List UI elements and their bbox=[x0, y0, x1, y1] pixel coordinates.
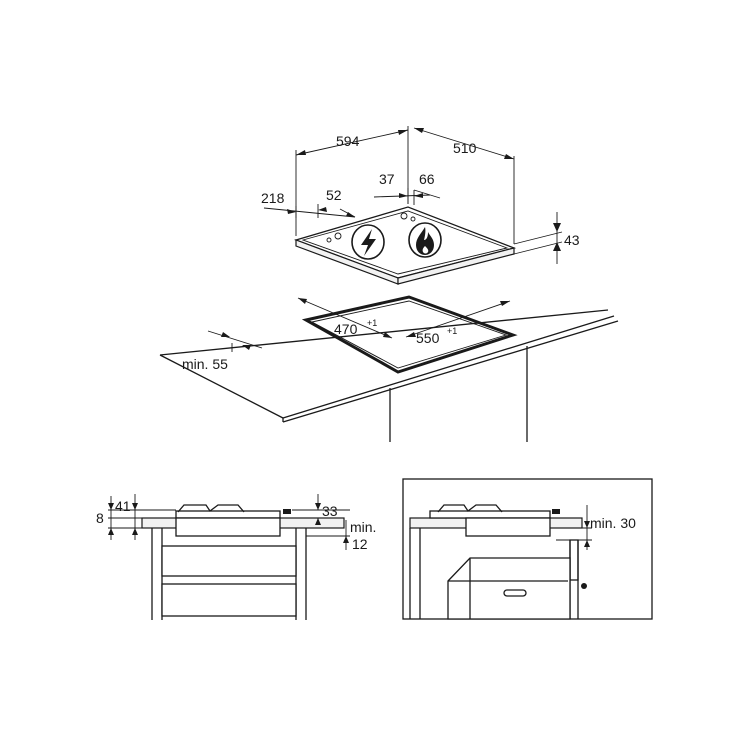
dim-side-12: 12 bbox=[352, 536, 368, 552]
dim-height-43: 43 bbox=[564, 232, 580, 248]
hob-top-view: 594 510 218 52 37 66 43 bbox=[261, 126, 580, 285]
cutout-outline bbox=[301, 295, 518, 374]
dim-side-41: 41 bbox=[115, 498, 131, 514]
dim-width-594: 594 bbox=[336, 133, 360, 149]
flame-icon bbox=[408, 222, 442, 258]
dim-cutout-550: 550 bbox=[416, 330, 440, 346]
control-dot bbox=[334, 232, 342, 240]
dim-offset-52: 52 bbox=[326, 187, 342, 203]
svg-text:+1: +1 bbox=[447, 326, 457, 336]
dim-knob-66: 66 bbox=[419, 171, 435, 187]
lightning-icon bbox=[351, 224, 385, 260]
dim-depth-510: 510 bbox=[453, 140, 477, 156]
dim-knob-37: 37 bbox=[379, 171, 395, 187]
side-section-right: min. 30 bbox=[402, 478, 653, 620]
svg-text:+1: +1 bbox=[367, 318, 377, 328]
dim-side-8: 8 bbox=[96, 510, 104, 526]
dim-min-55: min. 55 bbox=[182, 356, 228, 372]
dim-offset-218: 218 bbox=[261, 190, 285, 206]
dim-side-min: min. bbox=[350, 519, 376, 535]
dim-cutout-470: 470 bbox=[334, 321, 358, 337]
dim-side-33: 33 bbox=[322, 503, 338, 519]
side-section-left: 8 41 33 min. 12 bbox=[96, 494, 376, 620]
dim-min-30: min. 30 bbox=[590, 515, 636, 531]
worktop-cutout: 470 +1 550 +1 min. 55 bbox=[159, 295, 619, 442]
hob-plate bbox=[293, 206, 517, 279]
